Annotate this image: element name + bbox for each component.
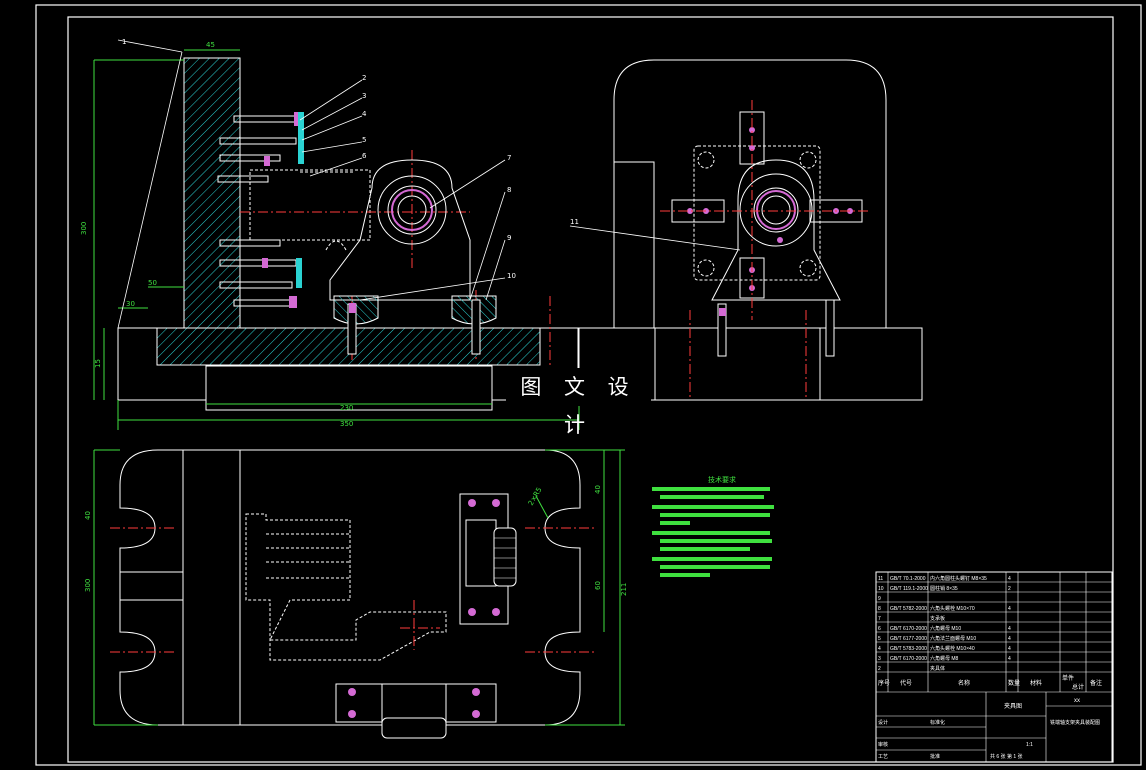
dim-small-offset: 30 bbox=[126, 300, 135, 308]
tb-sig-process: 工艺 bbox=[878, 754, 888, 760]
dim-right-a: 40 bbox=[594, 485, 602, 494]
tech-notes: 技术要求 bbox=[652, 475, 774, 577]
tb-sig-review: 审核 bbox=[878, 741, 888, 748]
tb-sheet: 共 6 张 第 1 张 bbox=[990, 753, 1023, 760]
tb-row-3-qty: 4 bbox=[1008, 656, 1011, 662]
tb-row-7-no: 7 bbox=[878, 616, 881, 622]
tb-row-8-code: GB/T 5782-2000 bbox=[890, 606, 927, 612]
tb-fixture-name: 夹具图 bbox=[1004, 702, 1022, 710]
inner-frame bbox=[67, 16, 1114, 763]
tb-header-no: 序号 bbox=[878, 679, 890, 687]
callout-5: 5 bbox=[362, 136, 366, 144]
tb-row-3-code: GB/T 6170-2000 bbox=[890, 656, 927, 662]
tb-row-4-qty: 4 bbox=[1008, 646, 1011, 652]
callout-7: 7 bbox=[507, 154, 511, 162]
callout-4: 4 bbox=[362, 110, 367, 118]
tb-row-6-no: 6 bbox=[878, 626, 881, 632]
tb-row-2-no: 2 bbox=[878, 666, 881, 672]
tb-row-10-qty: 2 bbox=[1008, 586, 1011, 592]
tb-sig-approve: 批准 bbox=[930, 753, 940, 760]
tb-sig-design: 设计 bbox=[878, 719, 888, 726]
tb-row-10-no: 10 bbox=[878, 586, 884, 592]
tb-row-5-qty: 4 bbox=[1008, 636, 1011, 642]
tb-row-10-name: 圆柱销 8×35 bbox=[930, 585, 958, 592]
dim-overall-width: 350 bbox=[340, 420, 353, 428]
tb-row-10-code: GB/T 119.1-2000 bbox=[890, 586, 928, 592]
tb-header-code: 代号 bbox=[900, 679, 912, 687]
dim-slot-note: 2×R5 bbox=[527, 486, 544, 507]
dim-base-offset: 50 bbox=[148, 279, 157, 287]
tb-row-5-name: 六角法兰面螺母 M10 bbox=[930, 635, 976, 642]
tb-row-2-name: 夹具体 bbox=[930, 665, 945, 672]
dim-base-height: 15 bbox=[94, 359, 102, 368]
tb-row-6-code: GB/T 6170-2000 bbox=[890, 626, 927, 632]
tb-row-4-name: 六角头螺栓 M10×40 bbox=[930, 645, 975, 652]
tb-row-11-name: 内六角圆柱头螺钉 M8×35 bbox=[930, 575, 987, 582]
tb-row-11-qty: 4 bbox=[1008, 576, 1011, 582]
tb-sig-standard: 标准化 bbox=[930, 719, 945, 726]
watermark-label: 图 文 设 计 bbox=[506, 368, 651, 437]
title-block: 11 GB/T 70.1-2000 内六角圆柱头螺钉 M8×35 4 10 GB… bbox=[875, 571, 1113, 763]
tb-row-11-code: GB/T 70.1-2000 bbox=[890, 576, 926, 582]
front-view: 45 300 50 30 15 230 350 1 2 3 4 bbox=[80, 38, 580, 430]
tb-ratio: 1:1 bbox=[1026, 742, 1033, 748]
tb-row-9-no: 9 bbox=[878, 596, 881, 602]
side-view: 11 bbox=[569, 59, 923, 401]
callout-3: 3 bbox=[362, 92, 366, 100]
tb-row-5-no: 5 bbox=[878, 636, 881, 642]
tb-row-4-no: 4 bbox=[878, 646, 881, 652]
dim-left-a: 40 bbox=[84, 511, 92, 520]
dim-right-b: 60 bbox=[594, 581, 602, 590]
tb-row-8-name: 六角头螺栓 M10×70 bbox=[930, 605, 975, 612]
tb-row-6-qty: 4 bbox=[1008, 626, 1011, 632]
tech-notes-title: 技术要求 bbox=[708, 475, 736, 484]
tb-row-4-code: GB/T 5783-2000 bbox=[890, 646, 927, 652]
callout-6: 6 bbox=[362, 152, 367, 160]
tb-header-name: 名称 bbox=[958, 679, 970, 687]
dim-left-b: 300 bbox=[84, 579, 92, 592]
tb-header-material: 材料 bbox=[1030, 679, 1042, 687]
outer-frame bbox=[35, 4, 1142, 766]
tb-xx: xx bbox=[1074, 698, 1080, 704]
callout-8: 8 bbox=[507, 186, 511, 194]
dim-height: 300 bbox=[80, 222, 88, 235]
dim-top-width: 45 bbox=[206, 41, 215, 49]
tb-header-qty: 数量 bbox=[1008, 679, 1020, 687]
tb-row-8-no: 8 bbox=[878, 606, 881, 612]
tb-row-6-name: 六角螺母 M10 bbox=[930, 625, 961, 632]
callout-9: 9 bbox=[507, 234, 511, 242]
tb-row-3-name: 六角螺母 M8 bbox=[930, 655, 959, 662]
callout-11: 11 bbox=[570, 218, 579, 226]
dim-inner-width: 230 bbox=[340, 404, 353, 412]
callout-2: 2 bbox=[362, 74, 366, 82]
tb-row-5-code: GB/T 6177-2000 bbox=[890, 636, 927, 642]
tb-header-note: 备注 bbox=[1090, 679, 1102, 687]
callout-10: 10 bbox=[507, 272, 516, 280]
plan-view: 40 300 40 60 211 2×R5 bbox=[84, 449, 628, 739]
tb-row-11-no: 11 bbox=[878, 576, 883, 582]
tb-drawing-title: 铣端轴支架夹具装配图 bbox=[1050, 719, 1100, 726]
tb-row-3-no: 3 bbox=[878, 656, 881, 662]
dim-right-c: 211 bbox=[620, 583, 628, 596]
tb-row-7-name: 支承板 bbox=[930, 615, 945, 622]
callout-1: 1 bbox=[122, 38, 126, 46]
tb-header-total: 总计 bbox=[1072, 683, 1084, 691]
tb-row-8-qty: 4 bbox=[1008, 606, 1011, 612]
tb-header-unit: 单件 bbox=[1062, 674, 1074, 682]
